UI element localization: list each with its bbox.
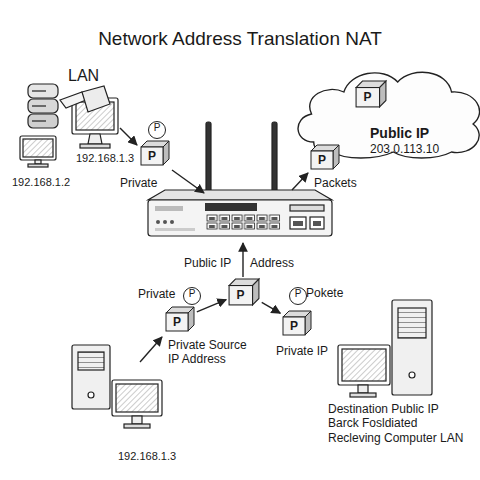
workstation bbox=[72, 345, 162, 428]
receiving-computer bbox=[338, 300, 432, 397]
packet-marker: P bbox=[289, 287, 307, 305]
packet-box: P bbox=[282, 310, 312, 336]
ip-address: 203.0.113.10 bbox=[370, 142, 480, 156]
lan-monitor bbox=[60, 86, 118, 148]
packet-letter: P bbox=[311, 151, 333, 169]
flow-label: Public IP bbox=[184, 256, 231, 270]
packet-marker: P bbox=[183, 287, 201, 305]
flow-label: Private IP bbox=[276, 344, 328, 358]
packet-letter: P bbox=[166, 313, 188, 331]
diagram-title: Network Address Translation NAT bbox=[0, 28, 480, 51]
flow-label: Private bbox=[120, 176, 157, 190]
flow-label: Pokete bbox=[306, 286, 343, 300]
marker-letter: P bbox=[149, 122, 165, 134]
ip-address: 192.168.1.3 bbox=[76, 152, 134, 165]
lan-computer bbox=[20, 136, 56, 167]
group-label: LAN bbox=[68, 66, 99, 85]
ip-address: 192.168.1.2 bbox=[12, 176, 70, 189]
packet-box: P bbox=[140, 140, 170, 166]
cloud-heading: Public IP bbox=[370, 125, 480, 142]
packet-marker: P bbox=[148, 121, 166, 139]
marker-letter: P bbox=[290, 288, 306, 300]
flow-label: Private bbox=[138, 287, 175, 301]
ip-address: 192.168.1.3 bbox=[118, 450, 176, 463]
server-stack bbox=[28, 84, 58, 128]
flow-arrows bbox=[120, 128, 308, 362]
flow-label: Packets bbox=[314, 176, 357, 190]
packet-box: P bbox=[165, 306, 195, 332]
flow-label: Private Source IP Address bbox=[168, 338, 260, 367]
packet-letter: P bbox=[283, 317, 305, 335]
computer-caption: Destination Public IP Barck Fosldiated R… bbox=[328, 402, 472, 445]
marker-letter: P bbox=[184, 288, 200, 300]
packet-box: P bbox=[228, 278, 260, 306]
packet-box: P bbox=[355, 80, 387, 108]
packet-arrow bbox=[197, 300, 226, 312]
packet-letter: P bbox=[141, 147, 163, 165]
packet-letter: P bbox=[356, 88, 379, 107]
cloud-shape: Public IP203.0.113.10 P bbox=[290, 62, 480, 158]
packet-box: P bbox=[310, 144, 340, 170]
packet-letter: P bbox=[229, 286, 252, 305]
packet-arrow bbox=[262, 302, 281, 313]
flow-label: Address bbox=[250, 256, 294, 270]
